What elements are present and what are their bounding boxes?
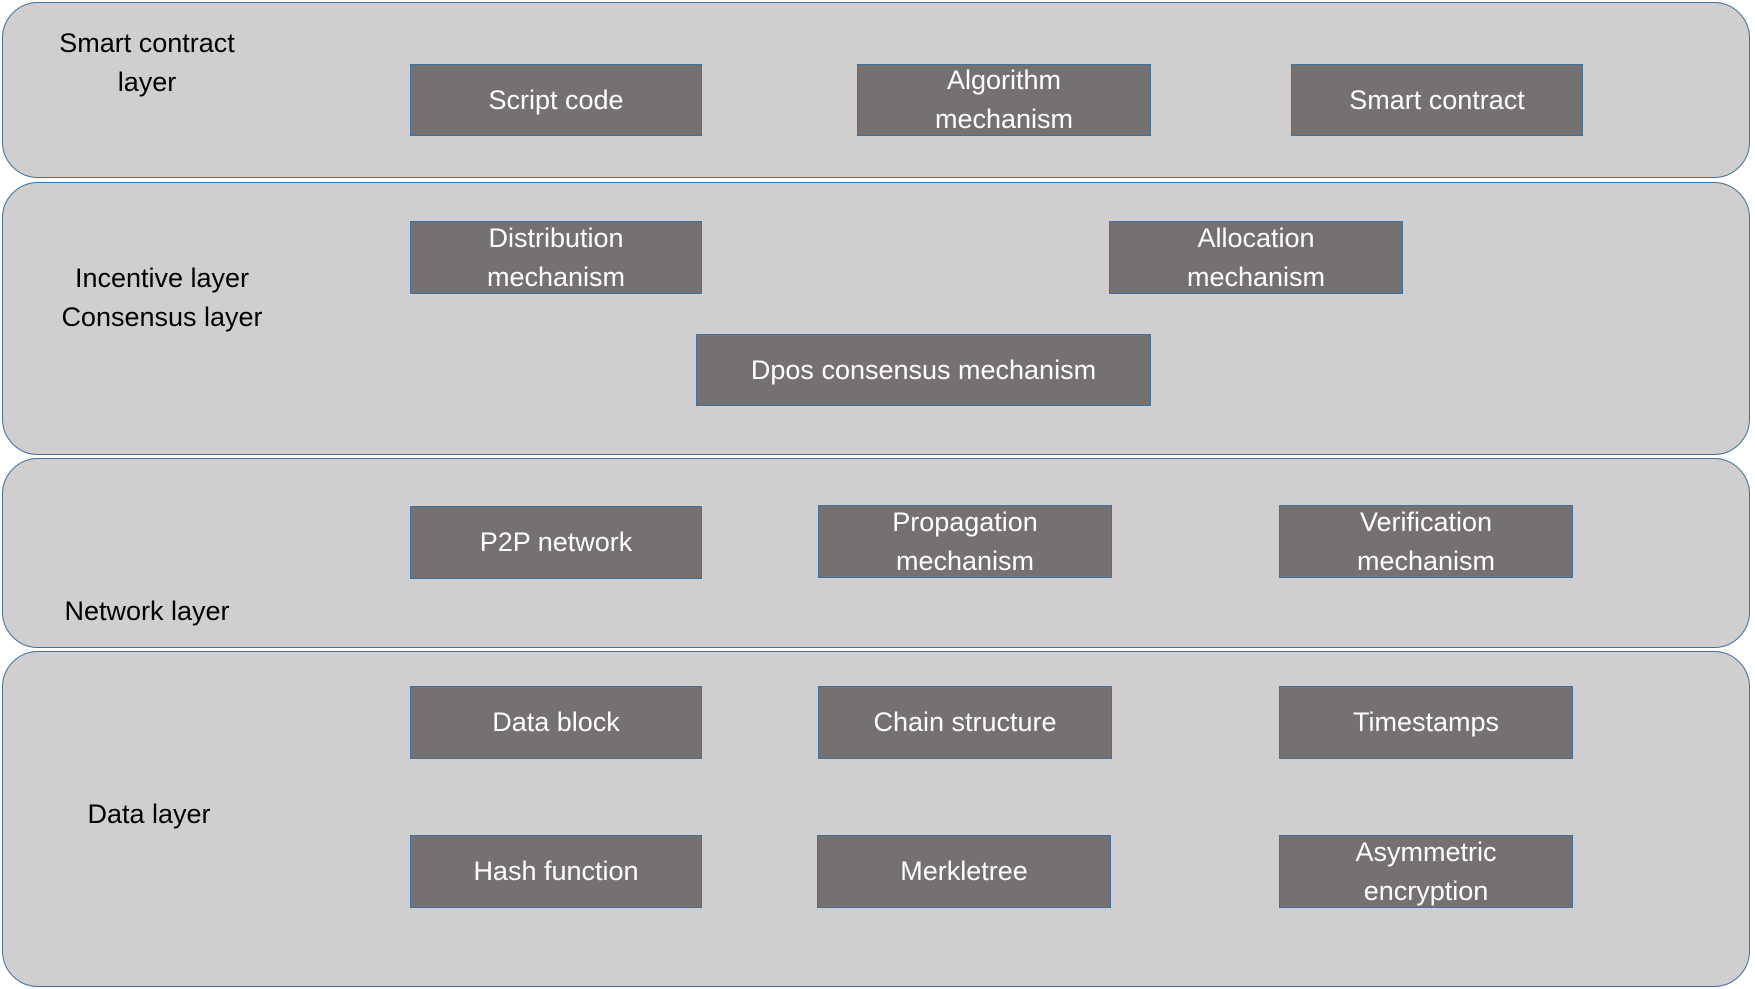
distribution-mechanism-box: Distribution mechanism — [410, 221, 702, 294]
timestamps-box: Timestamps — [1279, 686, 1573, 759]
script-code-box: Script code — [410, 64, 702, 136]
merkletree-box: Merkletree — [817, 835, 1111, 908]
asymmetric-encryption-box: Asymmetric encryption — [1279, 835, 1573, 908]
allocation-mechanism-box: Allocation mechanism — [1109, 221, 1403, 294]
incentive-consensus-layer-panel — [2, 182, 1750, 455]
data-layer-label: Data layer — [87, 799, 211, 829]
data-block-box: Data block — [410, 686, 702, 759]
dpos-consensus-mechanism-box: Dpos consensus mechanism — [696, 334, 1151, 406]
network-layer-label: Network layer — [64, 596, 230, 626]
hash-function-box: Hash function — [410, 835, 702, 908]
propagation-mechanism-box: Propagation mechanism — [818, 505, 1112, 578]
chain-structure-box: Chain structure — [818, 686, 1112, 759]
smart-contract-box: Smart contract — [1291, 64, 1583, 136]
incentive-consensus-layer-label: Incentive layer Consensus layer — [61, 263, 263, 332]
algorithm-mechanism-box: Algorithm mechanism — [857, 64, 1151, 136]
smart-contract-layer-label: Smart contract layer — [59, 28, 235, 97]
p2p-network-box: P2P network — [410, 506, 702, 579]
verification-mechanism-box: Verification mechanism — [1279, 505, 1573, 578]
